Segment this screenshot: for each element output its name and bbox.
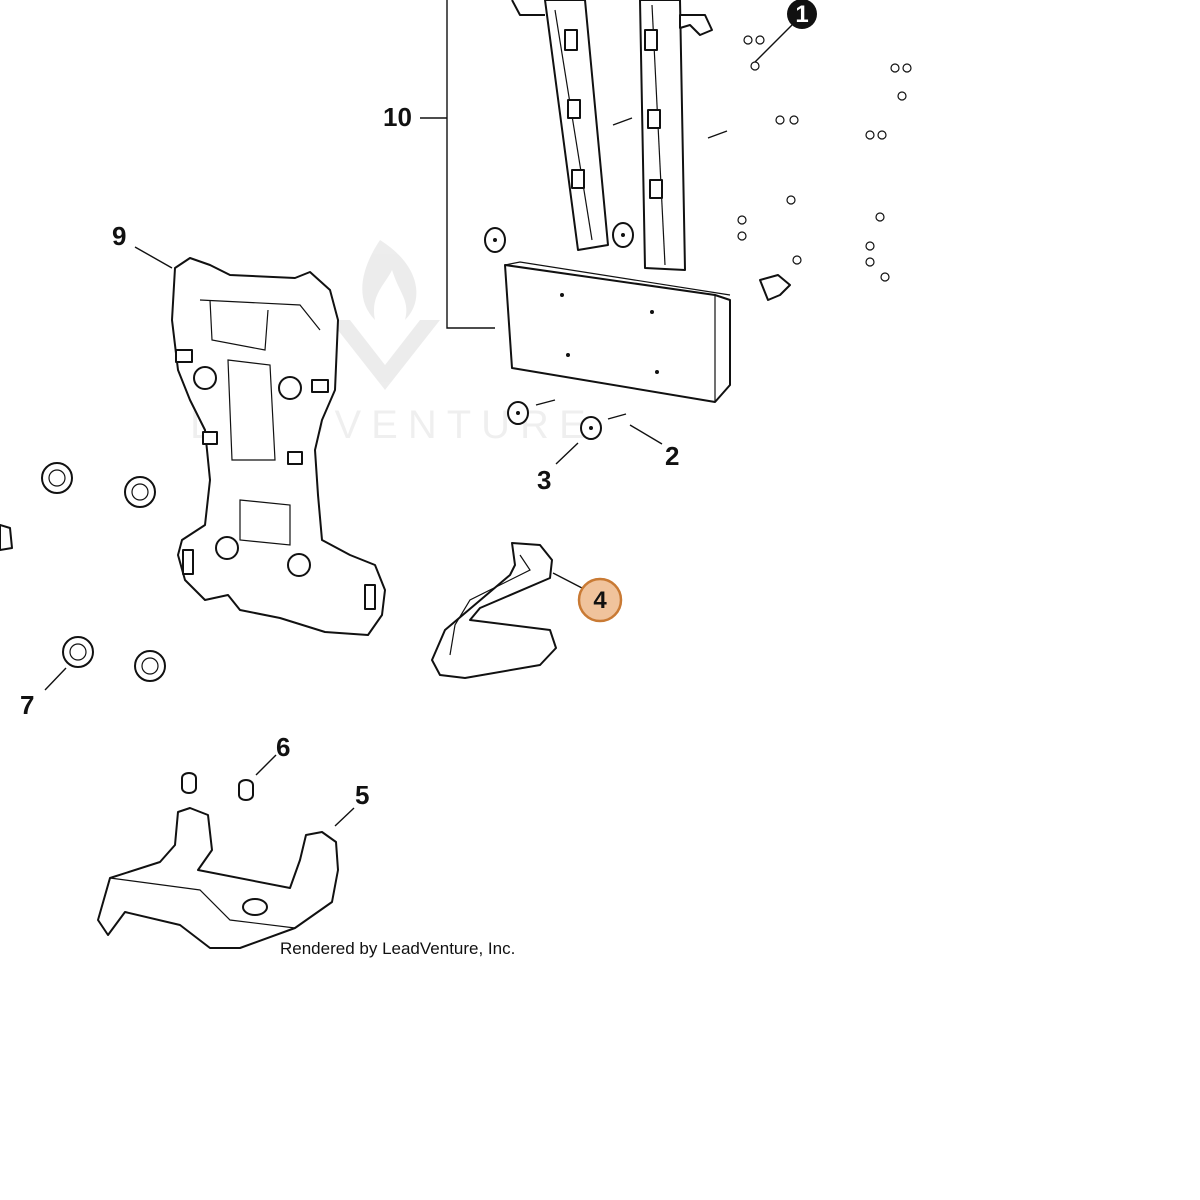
leader-4 (552, 572, 583, 589)
part-3-washers (507, 401, 602, 440)
leader-6 (255, 754, 277, 776)
part-7-grommets (0, 462, 166, 682)
leader-9 (134, 246, 173, 269)
label-10: 10 (383, 102, 412, 132)
leader-3 (555, 442, 579, 465)
part-2-screws (535, 399, 627, 420)
leader-5 (334, 807, 355, 827)
part-6-spacers (181, 772, 254, 801)
label-5: 5 (355, 780, 369, 810)
callout-1: 1 (754, 0, 817, 63)
label-7: 7 (20, 690, 34, 720)
credit-text: Rendered by LeadVenture, Inc. (280, 939, 515, 958)
label-6: 6 (276, 732, 290, 762)
washers-upper (484, 222, 634, 253)
label-1: 1 (795, 1, 808, 28)
part-5-base (97, 807, 339, 949)
bracket-10 (420, 0, 495, 329)
label-3: 3 (537, 465, 551, 495)
watermark-logo (330, 240, 440, 390)
leader-7 (44, 667, 67, 691)
callout-4-circle (577, 577, 623, 623)
leader-2 (629, 424, 663, 445)
part-4-handle (431, 542, 557, 679)
part-10-plate (504, 261, 731, 403)
part-10-rack-rails (511, 0, 713, 271)
label-4: 4 (593, 587, 607, 614)
label-2: 2 (665, 441, 679, 471)
label-9: 9 (112, 221, 126, 251)
part-9-backplate (171, 257, 386, 636)
